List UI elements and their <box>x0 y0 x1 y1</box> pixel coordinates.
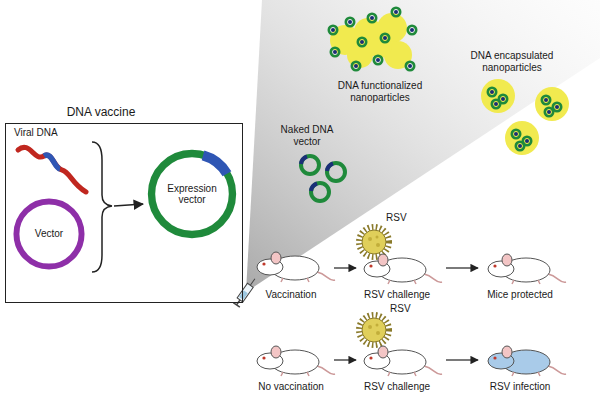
plasmid-label: Vector <box>35 228 63 240</box>
encapsulated-label: DNA encapsulated nanoparticles <box>466 50 558 73</box>
plasmid-label: Expression vector <box>162 183 222 206</box>
vector-plasmid: Vector <box>12 197 86 271</box>
mouse-caption: RSV infection <box>472 381 568 393</box>
rsv-label: RSV <box>390 303 420 315</box>
functionalized-label: DNA functionalized nanoparticles <box>330 80 430 103</box>
expression-vector-plasmid: Expression vector <box>146 148 238 240</box>
mouse-caption: Mice protected <box>472 289 568 301</box>
mouse-caption: No vaccination <box>248 381 334 393</box>
mouse-caption: RSV challenge <box>352 289 442 301</box>
mouse-caption: Vaccination <box>248 289 334 301</box>
rsv-label: RSV <box>386 212 416 224</box>
vaccine-box: DNA vaccineVectorExpression vector <box>5 123 243 303</box>
box-heading: DNA vaccine <box>41 105 161 119</box>
viral-dna-label: Viral DNA <box>14 127 84 139</box>
mouse-caption: RSV challenge <box>352 381 442 393</box>
naked-dna-label: Naked DNA vector <box>276 124 338 147</box>
